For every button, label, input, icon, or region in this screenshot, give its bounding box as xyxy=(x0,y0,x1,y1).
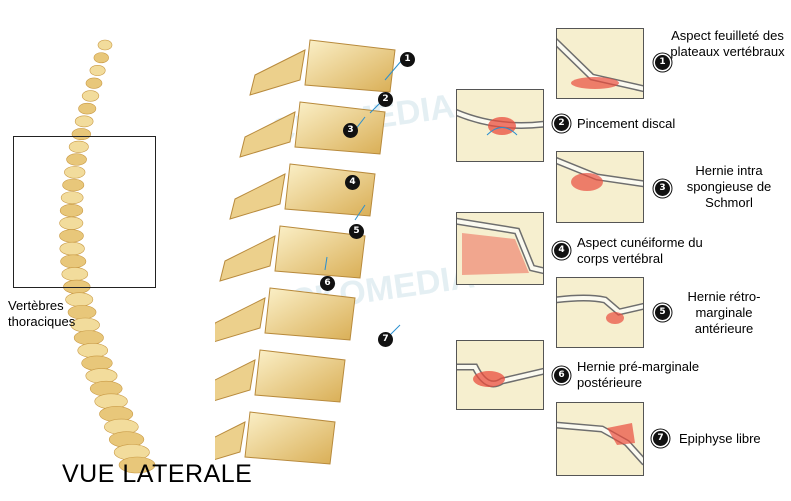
thoracic-region-box xyxy=(13,136,156,288)
closeup-vertebra-process xyxy=(219,235,276,282)
closeup-vertebra-body xyxy=(244,411,336,465)
callout-text-7: Epiphyse libre xyxy=(679,431,761,446)
detail-panel-1 xyxy=(556,28,644,99)
callout-text-3: Hernie intra spongieuse de Schmorl xyxy=(686,163,772,210)
detail-panel-4 xyxy=(456,212,544,285)
closeup-vertebra-body xyxy=(274,225,366,279)
spine-vertebra xyxy=(93,52,109,64)
detail-panel-2 xyxy=(456,89,544,162)
closeup-vertebra-process xyxy=(229,173,286,220)
spine-label: Vertèbres thoraciques xyxy=(8,298,76,329)
closeup-vertebra-body xyxy=(254,349,346,403)
detail-panel-5 xyxy=(556,277,644,348)
closeup-marker-5: 5 xyxy=(349,224,364,239)
spine-vertebra xyxy=(64,166,86,179)
spine-vertebra xyxy=(60,191,84,205)
closeup-marker-4: 4 xyxy=(345,175,360,190)
callout-number-7: 7 xyxy=(653,431,668,446)
detail-panel-6 xyxy=(456,340,544,410)
spine-vertebra xyxy=(85,368,118,384)
callout-number-2: 2 xyxy=(554,116,569,131)
closeup-vertebra-body xyxy=(284,163,376,217)
callout-text-2: Pincement discal xyxy=(577,116,676,131)
closeup-vertebra-body xyxy=(294,101,386,155)
callout-number-4: 4 xyxy=(554,243,569,258)
closeup-vertebra-process xyxy=(249,49,306,96)
spine-vertebra xyxy=(81,90,100,102)
callout-text-5: Hernie rétro-marginale antérieure xyxy=(687,289,761,336)
spine-vertebra xyxy=(77,342,109,358)
vertebrae-closeup xyxy=(215,39,403,465)
spine-vertebra xyxy=(70,317,100,333)
spine-vertebra xyxy=(85,77,103,89)
spine-vertebra xyxy=(73,330,104,346)
detail-panel-3 xyxy=(556,151,644,223)
spine-vertebra xyxy=(62,178,85,192)
callout-number-6: 6 xyxy=(554,368,569,383)
closeup-marker-3: 3 xyxy=(343,123,358,138)
spine-vertebra xyxy=(89,64,106,76)
closeup-marker-7: 7 xyxy=(378,332,393,347)
closeup-vertebra-body xyxy=(304,39,396,93)
closeup-marker-6: 6 xyxy=(320,276,335,291)
closeup-vertebra-process xyxy=(215,297,266,343)
spine-vertebra xyxy=(78,102,97,115)
spine-vertebra xyxy=(118,456,156,474)
callout-text-6: Hernie pré-marginale postérieure xyxy=(577,359,700,390)
callout-number-1: 1 xyxy=(655,55,670,70)
closeup-vertebra-process xyxy=(215,421,246,461)
callout-number-3: 3 xyxy=(655,181,670,196)
closeup-vertebra-process xyxy=(215,359,256,402)
spine-vertebra xyxy=(66,153,87,166)
spine-vertebra xyxy=(81,355,113,371)
callout-number-5: 5 xyxy=(655,305,670,320)
closeup-marker-1: 1 xyxy=(400,52,415,67)
view-title: VUE LATERALE xyxy=(62,460,253,488)
full-spine-illustration xyxy=(59,39,156,474)
spine-vertebra xyxy=(68,140,89,153)
callout-text-1: Aspect feuilleté des plateaux vertébraux xyxy=(670,28,785,59)
closeup-vertebra-body xyxy=(264,287,356,341)
spine-vertebra xyxy=(74,115,94,128)
closeup-vertebra-process xyxy=(239,111,296,158)
closeup-marker-2: 2 xyxy=(378,92,393,107)
spine-vertebra xyxy=(97,39,113,51)
detail-panel-7 xyxy=(556,402,644,476)
callout-text-4: Aspect cunéiforme du corps vertébral xyxy=(577,235,703,266)
